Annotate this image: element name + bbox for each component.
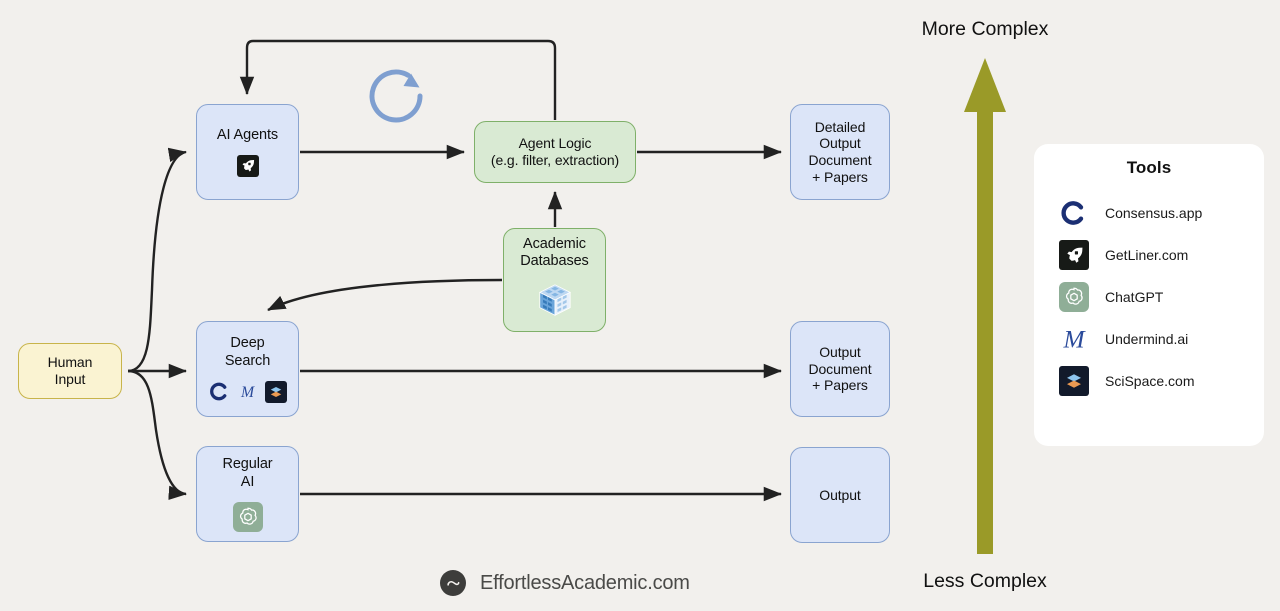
footer-branding: EffortlessAcademic.com <box>440 570 690 596</box>
node-detailed-output-label: Detailed Output Document + Papers <box>808 118 872 185</box>
tools-panel-title: Tools <box>1126 158 1172 177</box>
node-regular-ai-label: Regular AI <box>222 456 273 490</box>
tool-item-consensus[interactable]: Consensus.app <box>1034 192 1264 234</box>
edge-databases-to-deep-search <box>267 278 503 312</box>
consensus-icon <box>209 381 231 403</box>
node-output-document-label: Output Document + Papers <box>808 344 872 394</box>
complexity-top-label: More Complex <box>921 18 1049 40</box>
tool-item-label: Consensus.app <box>1105 205 1203 221</box>
node-deep-search-label: Deep Search <box>224 335 271 369</box>
tool-item-label: GetLiner.com <box>1105 247 1189 263</box>
scispace-icon <box>1059 366 1089 396</box>
node-academic-databases-icons <box>536 281 574 324</box>
node-ai-agents-label: AI Agents <box>216 126 279 143</box>
tool-item-label: Undermind.ai <box>1105 331 1189 347</box>
edge-human-to-ai-agents <box>127 147 187 373</box>
footer-text: EffortlessAcademic.com <box>480 571 690 594</box>
complexity-arrow <box>964 58 1006 554</box>
svg-text:M: M <box>1062 325 1086 353</box>
tool-item-scispace[interactable]: SciSpace.com <box>1034 360 1264 402</box>
chatgpt-icon <box>232 501 263 532</box>
node-human-input[interactable]: Human Input <box>18 343 122 399</box>
effortless-academic-logo <box>440 570 466 596</box>
node-academic-databases-label: Academic Databases <box>520 235 589 269</box>
refresh-loop-icon <box>369 69 423 123</box>
edge-human-to-regular-ai <box>127 369 187 500</box>
undermind-icon: M <box>1059 324 1089 354</box>
getliner-icon <box>1059 240 1089 270</box>
complexity-bottom-label: Less Complex <box>923 570 1047 592</box>
undermind-icon: M <box>237 381 259 403</box>
node-ai-agents-icons <box>236 155 259 178</box>
node-regular-ai-icons <box>232 501 263 532</box>
node-agent-logic-label: Agent Logic (e.g. filter, extraction) <box>490 135 620 168</box>
node-output[interactable]: Output <box>790 447 890 543</box>
consensus-icon <box>1059 198 1089 228</box>
node-detailed-output[interactable]: Detailed Output Document + Papers <box>790 104 890 200</box>
tool-item-undermind[interactable]: M Undermind.ai <box>1034 318 1264 360</box>
tool-item-label: SciSpace.com <box>1105 373 1195 389</box>
tool-item-getliner[interactable]: GetLiner.com <box>1034 234 1264 276</box>
node-deep-search-icons: M <box>209 380 287 403</box>
node-output-label: Output <box>819 486 861 503</box>
node-regular-ai[interactable]: Regular AI <box>196 446 299 542</box>
tool-item-label: ChatGPT <box>1105 289 1164 305</box>
chatgpt-icon <box>1059 282 1089 312</box>
tool-item-chatgpt[interactable]: ChatGPT <box>1034 276 1264 318</box>
node-human-input-label: Human Input <box>47 354 93 387</box>
tools-panel: Tools Consensus.app GetLiner.com <box>1034 144 1264 446</box>
node-ai-agents[interactable]: AI Agents <box>196 104 299 200</box>
node-agent-logic[interactable]: Agent Logic (e.g. filter, extraction) <box>474 121 636 183</box>
getliner-icon <box>236 155 259 178</box>
scispace-icon <box>264 380 287 403</box>
svg-text:M: M <box>240 384 255 401</box>
node-academic-databases[interactable]: Academic Databases <box>503 228 606 332</box>
database-cube-icon <box>536 281 574 324</box>
node-deep-search[interactable]: Deep Search M <box>196 321 299 417</box>
node-output-document[interactable]: Output Document + Papers <box>790 321 890 417</box>
